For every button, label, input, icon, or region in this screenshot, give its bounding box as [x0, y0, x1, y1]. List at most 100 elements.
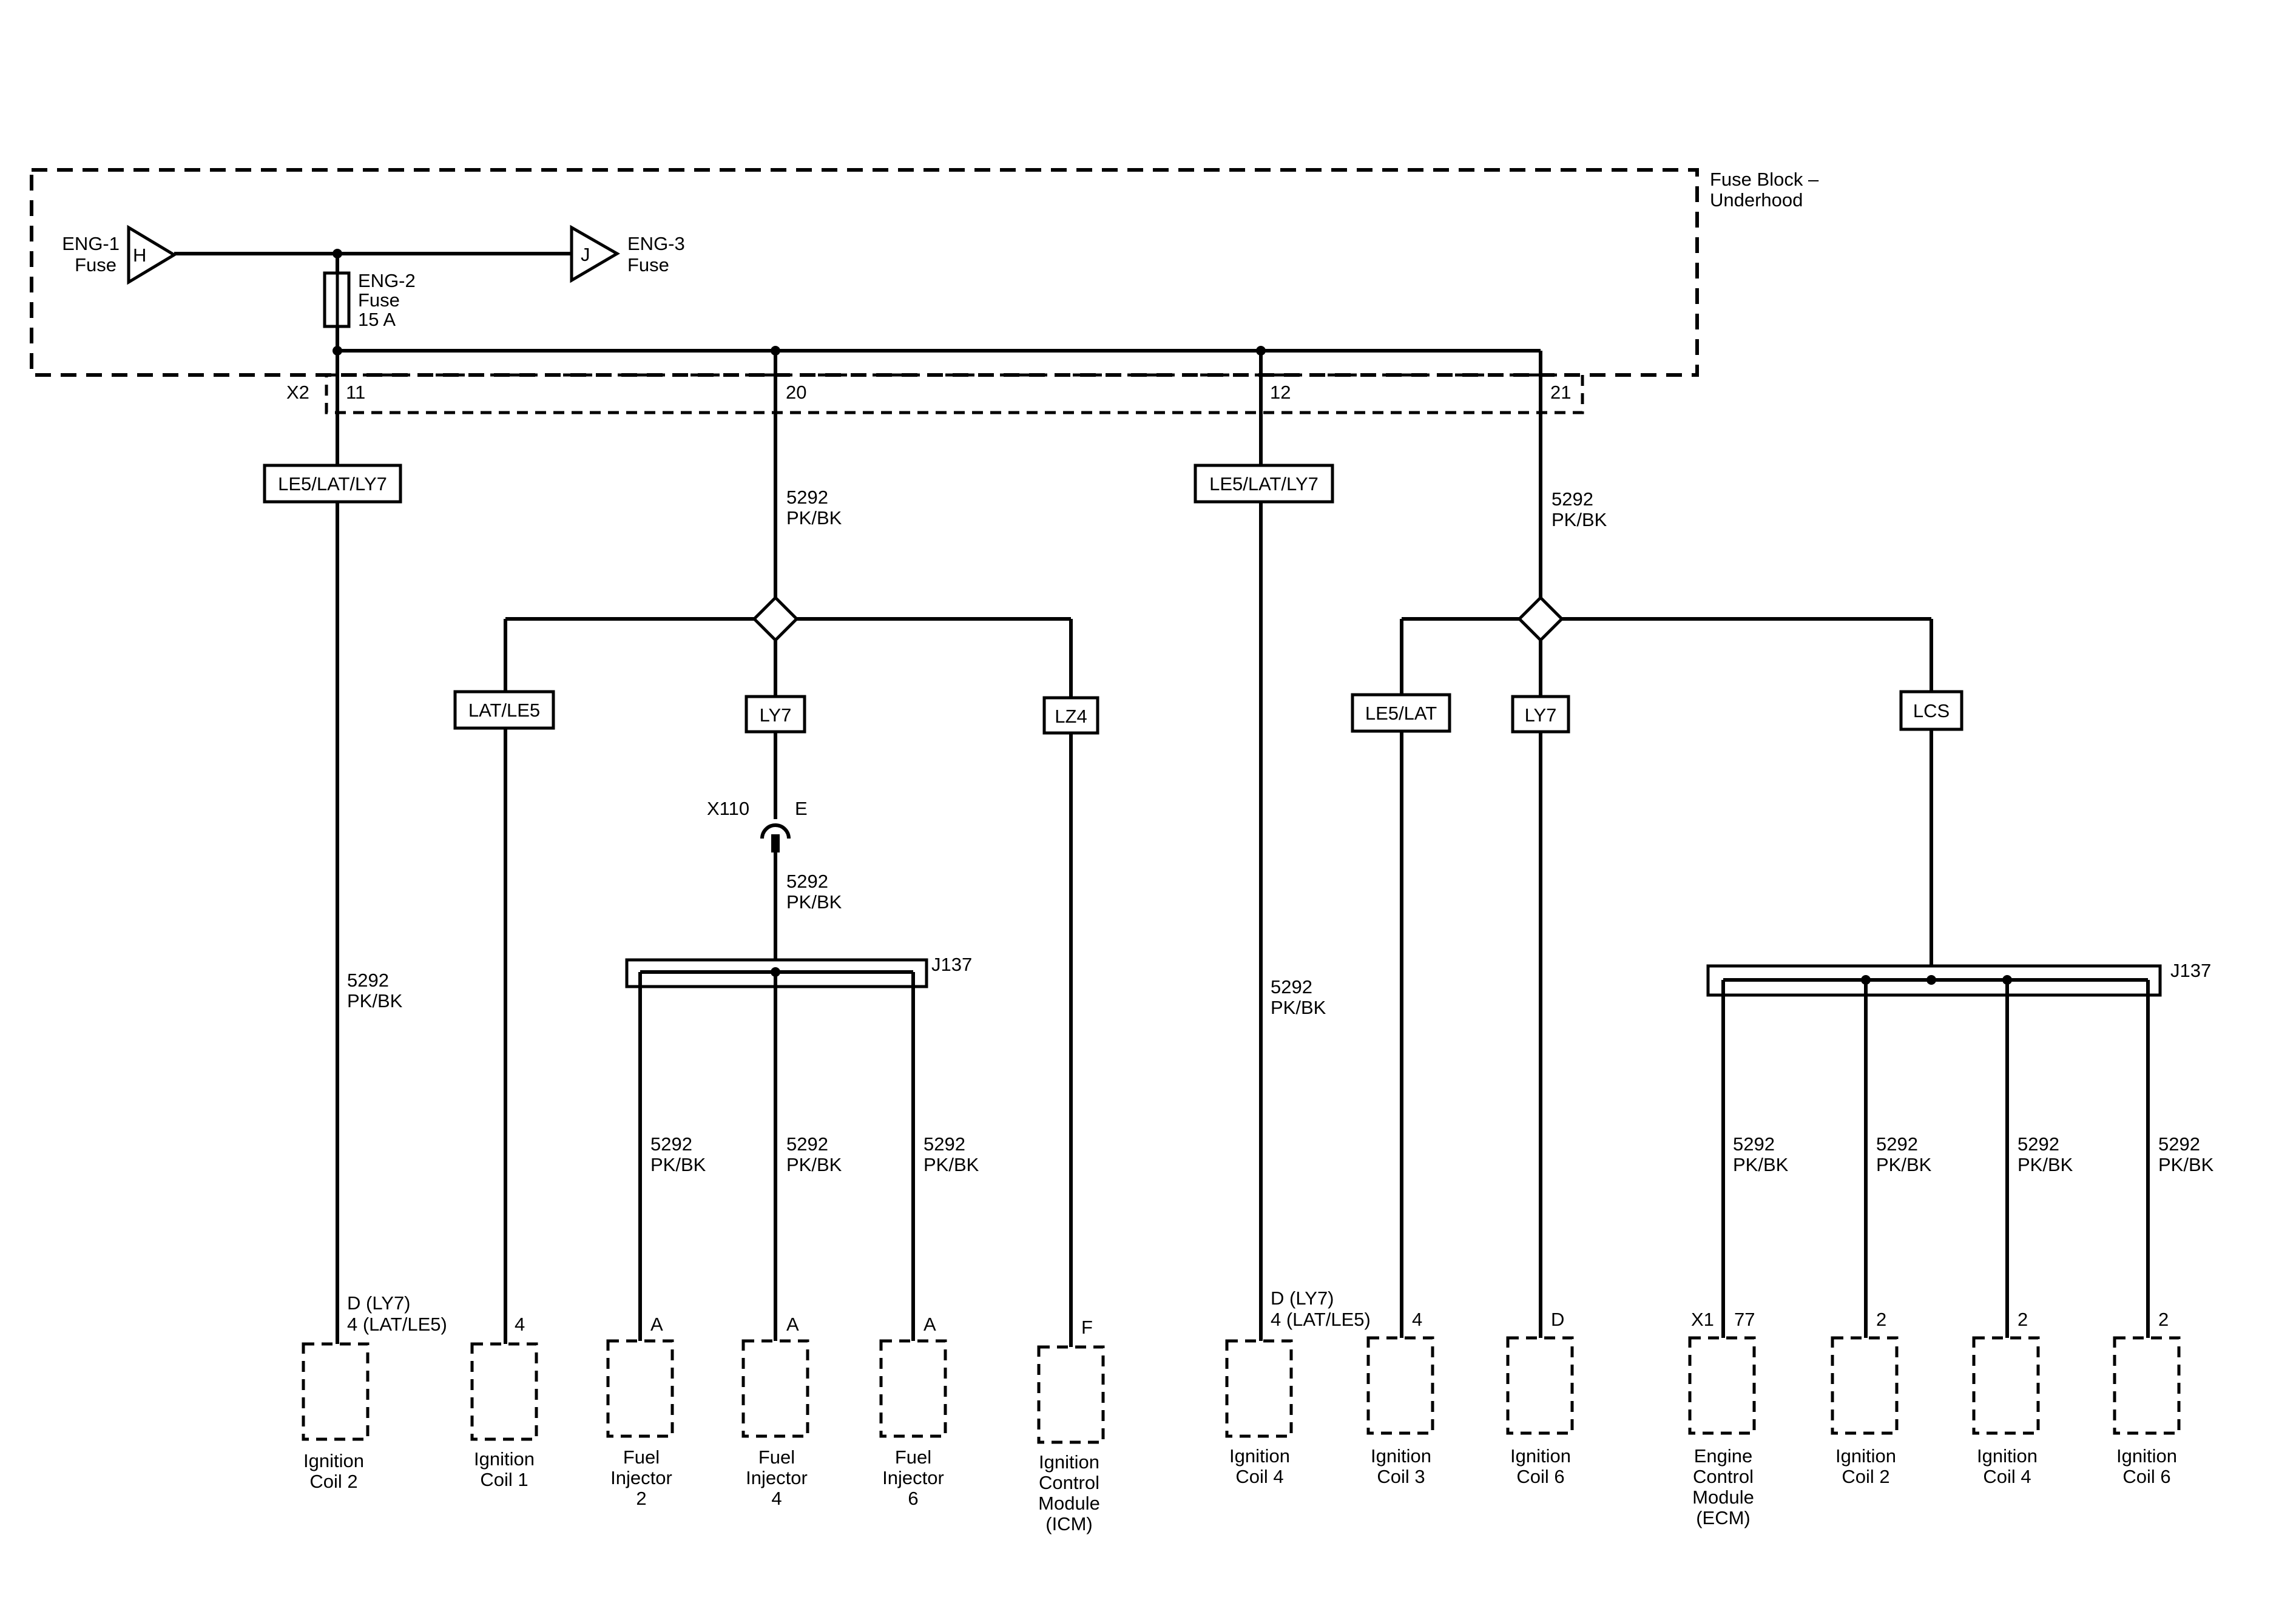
x2-connector-outline — [325, 373, 1584, 414]
wire-circuit-inj4: 5292 — [786, 1133, 828, 1155]
option-text-ly7-right: LY7 — [1525, 704, 1557, 726]
comp2-label-1: Fuel — [623, 1447, 660, 1468]
comp4-label-1: Fuel — [895, 1447, 931, 1468]
wire-circuit-pin21: 5292 — [1551, 488, 1593, 510]
wire-circuit-coil6r: 5292 — [2158, 1133, 2200, 1155]
wire-color-inj6: PK/BK — [923, 1154, 979, 1175]
x110-male-pin — [771, 834, 780, 852]
comp8-pin1: D — [1551, 1309, 1564, 1330]
eng3-fuse-label-2: Fuse — [627, 254, 669, 275]
comp10-label-2: Coil 2 — [1842, 1466, 1889, 1487]
comp6-pin1: D (LY7) — [1271, 1288, 1334, 1309]
comp5-label-4: (ICM) — [1045, 1513, 1092, 1534]
comp8-label-2: Coil 6 — [1516, 1466, 1564, 1487]
comp5-pin1: F — [1081, 1317, 1093, 1338]
eng1-fuse-label-1: ENG-1 — [62, 233, 120, 254]
comp5-label-1: Ignition — [1039, 1451, 1099, 1473]
comp0-label-1: Ignition — [303, 1450, 364, 1471]
wire-color-inj2: PK/BK — [650, 1154, 706, 1175]
fuse-block-name-2: Underhood — [1710, 189, 1803, 211]
wire-circuit-x110: 5292 — [786, 871, 828, 892]
component-ignition-coil-6-middle — [1506, 1336, 1574, 1435]
eng2-fuse-label-3: 15 A — [358, 309, 396, 330]
x110-pin-label: E — [795, 798, 808, 819]
wire-color-coil2r: PK/BK — [1876, 1154, 1932, 1175]
comp0-pin1: D (LY7) — [347, 1292, 411, 1314]
comp6-pin2: 4 (LAT/LE5) — [1271, 1309, 1371, 1330]
splice-diamond-right — [1517, 595, 1564, 643]
option-text-ly7-left: LY7 — [760, 704, 792, 726]
eng1-fuse-arrow — [127, 224, 177, 285]
comp6-label-1: Ignition — [1229, 1445, 1290, 1467]
component-engine-control-module — [1688, 1336, 1756, 1435]
x110-connector-symbol — [760, 823, 791, 839]
option-tag-lcs — [1899, 690, 1963, 731]
comp9-label-2: Control — [1693, 1466, 1754, 1487]
pin-20-label: 20 — [786, 382, 806, 403]
splice-diamond-left — [752, 595, 799, 643]
wire-color-coil6r: PK/BK — [2158, 1154, 2214, 1175]
comp12-label-2: Coil 6 — [2122, 1466, 2170, 1487]
comp12-label-1: Ignition — [2116, 1445, 2177, 1467]
component-ignition-coil-4-middle — [1225, 1339, 1293, 1438]
comp11-label-1: Ignition — [1977, 1445, 2038, 1467]
wire-circuit-pin20: 5292 — [786, 487, 828, 508]
option-text-lcs: LCS — [1913, 700, 1950, 721]
wire-circuit-coil4r: 5292 — [2017, 1133, 2059, 1155]
wire-color-pin11: PK/BK — [347, 990, 403, 1011]
comp3-label-3: 4 — [771, 1488, 782, 1509]
wire-circuit-inj6: 5292 — [923, 1133, 965, 1155]
pin-12-label: 12 — [1270, 382, 1291, 403]
option-tag-le5-lat-ly7-right — [1194, 464, 1334, 504]
comp9-label-1: Engine — [1694, 1445, 1753, 1467]
option-tag-lat-le5 — [453, 690, 555, 730]
comp4-pin1: A — [923, 1314, 936, 1335]
wire-circuit-coil2r: 5292 — [1876, 1133, 1918, 1155]
component-ignition-coil-2-left — [302, 1342, 370, 1441]
eng3-pin-letter: J — [581, 244, 590, 265]
comp7-label-1: Ignition — [1371, 1445, 1431, 1467]
wire-color-ecm: PK/BK — [1733, 1154, 1789, 1175]
comp3-label-2: Injector — [746, 1467, 808, 1488]
x110-connector-label: X110 — [707, 798, 749, 819]
wire-circuit-pin12: 5292 — [1271, 976, 1312, 998]
comp1-label-2: Coil 1 — [480, 1469, 528, 1490]
component-ignition-control-module — [1037, 1345, 1105, 1444]
component-fuel-injector-4 — [741, 1339, 809, 1438]
comp4-label-3: 6 — [908, 1488, 918, 1509]
comp2-pin1: A — [650, 1314, 663, 1335]
component-ignition-coil-4-right — [1972, 1336, 2040, 1435]
comp9-pin1: 77 — [1734, 1309, 1755, 1330]
comp8-label-1: Ignition — [1510, 1445, 1571, 1467]
option-text-le5-lat-ly7-right: LE5/LAT/LY7 — [1209, 473, 1319, 495]
component-ignition-coil-2-right — [1831, 1336, 1899, 1435]
eng1-fuse-label-2: Fuse — [75, 254, 116, 275]
option-tag-lz4 — [1042, 696, 1099, 735]
eng1-pin-letter: H — [133, 245, 146, 266]
comp2-label-2: Injector — [610, 1467, 672, 1488]
j137-right-label: J137 — [2170, 960, 2211, 981]
comp9-label-4: (ECM) — [1696, 1507, 1751, 1528]
comp11-pin1: 2 — [2017, 1309, 2028, 1330]
comp3-pin1: A — [786, 1314, 799, 1335]
wire-color-pin12: PK/BK — [1271, 997, 1326, 1018]
wire-circuit-inj2: 5292 — [650, 1133, 692, 1155]
pin-11-label: 11 — [346, 382, 365, 403]
eng3-fuse-label-1: ENG-3 — [627, 233, 685, 254]
comp5-label-3: Module — [1038, 1493, 1100, 1514]
component-fuel-injector-2 — [606, 1339, 674, 1438]
wire-color-x110: PK/BK — [786, 891, 842, 913]
comp4-label-2: Injector — [882, 1467, 944, 1488]
wire-color-inj4: PK/BK — [786, 1154, 842, 1175]
comp10-label-1: Ignition — [1835, 1445, 1896, 1467]
eng2-fuse-label-2: Fuse — [358, 289, 400, 311]
comp10-pin1: 2 — [1876, 1309, 1886, 1330]
comp7-pin1: 4 — [1412, 1309, 1422, 1330]
eng3-fuse-arrow — [570, 224, 620, 283]
comp7-label-2: Coil 3 — [1377, 1466, 1425, 1487]
option-tag-le5-lat-ly7-left — [263, 464, 402, 504]
option-text-le5-lat: LE5/LAT — [1365, 703, 1437, 724]
component-ignition-coil-6-right — [2113, 1336, 2181, 1435]
comp1-label-1: Ignition — [474, 1448, 535, 1470]
